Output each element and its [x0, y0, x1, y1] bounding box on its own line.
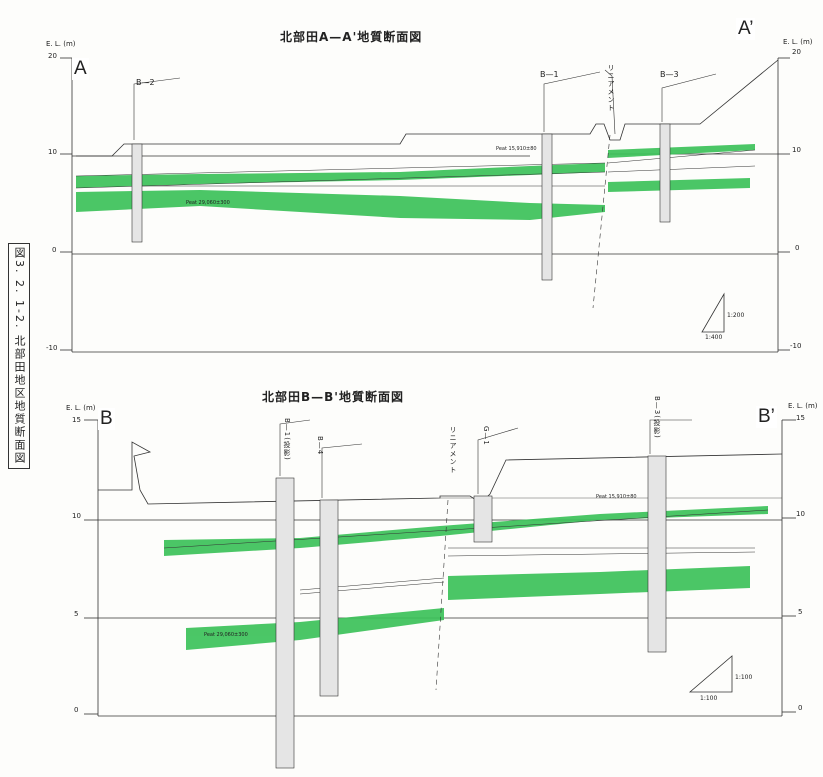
section-a-lineament-label: リニアメント [607, 64, 615, 112]
section-b-label-start: B [98, 408, 115, 430]
borehole-b3-column [659, 123, 671, 223]
section-a-title: 北部田A—A'地質断面図 [280, 30, 423, 44]
borehole-b2-column [131, 143, 143, 243]
section-b-tick-right-10: 10 [796, 510, 805, 518]
section-b-tick-right-15: 15 [796, 414, 805, 422]
figure-caption: 図3. 2. 1-2. 北部田地区地質断面図 [8, 243, 30, 469]
section-a-clay-lower-right [608, 178, 750, 192]
section-a-label-end: A’ [736, 18, 756, 40]
section-a-ground-surface [76, 59, 779, 157]
section-b-tick-left-0: 0 [74, 706, 79, 714]
borehole-b3-proj-column [647, 455, 667, 653]
section-b-title: 北部田B—B'地質断面図 [262, 390, 404, 404]
section-b-tick-left-5: 5 [74, 610, 79, 618]
section-b-tick-left-15: 15 [72, 416, 81, 424]
section-b-axis-unit-left: E. L. (m) [66, 404, 96, 412]
borehole-label-b1: B—1 [540, 70, 559, 79]
section-b-label-end: B’ [756, 406, 777, 428]
section-a-tick-right-0: 0 [795, 244, 800, 252]
section-b-peat-upper: Peat 15,910±80 [596, 494, 637, 500]
section-b-clay-lower-left [186, 608, 444, 650]
section-b-clay-lower-right [448, 566, 750, 600]
section-a-axis-unit-left: E. L. (m) [46, 40, 76, 48]
borehole-label-b4: B—4 [316, 436, 324, 456]
section-b-tick-left-10: 10 [72, 512, 81, 520]
section-b-peat-lower: Peat 29,060±300 [204, 632, 248, 638]
section-a-peat-upper: Peat 15,910±80 [496, 146, 537, 152]
section-b-clay-upper [164, 506, 768, 556]
section-b-axis-unit-right: E. L. (m) [788, 402, 818, 410]
section-a-peat-lower: Peat 29,060±300 [186, 200, 230, 206]
borehole-label-b3-proj: B—3(投影) [653, 396, 661, 439]
borehole-b1-column [541, 133, 553, 281]
borehole-b1-proj-column [275, 477, 295, 769]
section-b-lineament-label: リニアメント [449, 426, 457, 474]
section-a-tick-left-20: 20 [48, 52, 57, 60]
section-a-tick-right-10: 10 [792, 146, 801, 154]
section-a-scale-v: 1:200 [727, 312, 745, 319]
section-a-tick-left-0: 0 [52, 246, 57, 254]
section-b-scale-v: 1:100 [735, 674, 753, 681]
section-b-lineament [435, 499, 449, 691]
section-b-scale-triangle [688, 655, 733, 693]
section-b-scale-h: 1:100 [700, 695, 718, 702]
section-a-clay-lower-left [76, 190, 605, 220]
section-a-tick-right-20: 20 [792, 48, 801, 56]
section-a-lineament [592, 134, 611, 309]
borehole-label-b2: B—2 [136, 78, 155, 87]
section-b-ground-surface [98, 441, 783, 505]
section-a-tick-left-10: 10 [48, 148, 57, 156]
borehole-g1-column [473, 495, 493, 543]
section-a-label-start: A [72, 58, 89, 80]
section-a-clay-upper-right [608, 144, 755, 158]
borehole-label-g1: G—1 [482, 426, 490, 446]
borehole-b4-column [319, 499, 339, 697]
section-a-scale-triangle [701, 292, 725, 333]
section-a-tick-left-m10: -10 [46, 344, 58, 352]
section-a-axis-unit-right: E. L. (m) [783, 38, 813, 46]
section-b-tick-right-5: 5 [798, 608, 803, 616]
section-a-scale-h: 1:400 [705, 334, 723, 341]
borehole-label-b1-proj: B—1(投影) [283, 418, 291, 461]
borehole-label-b3: B—3 [660, 70, 679, 79]
section-a-clay-upper-left [76, 163, 605, 188]
section-b-tick-right-0: 0 [798, 704, 803, 712]
section-a-tick-right-m10: -10 [790, 342, 802, 350]
